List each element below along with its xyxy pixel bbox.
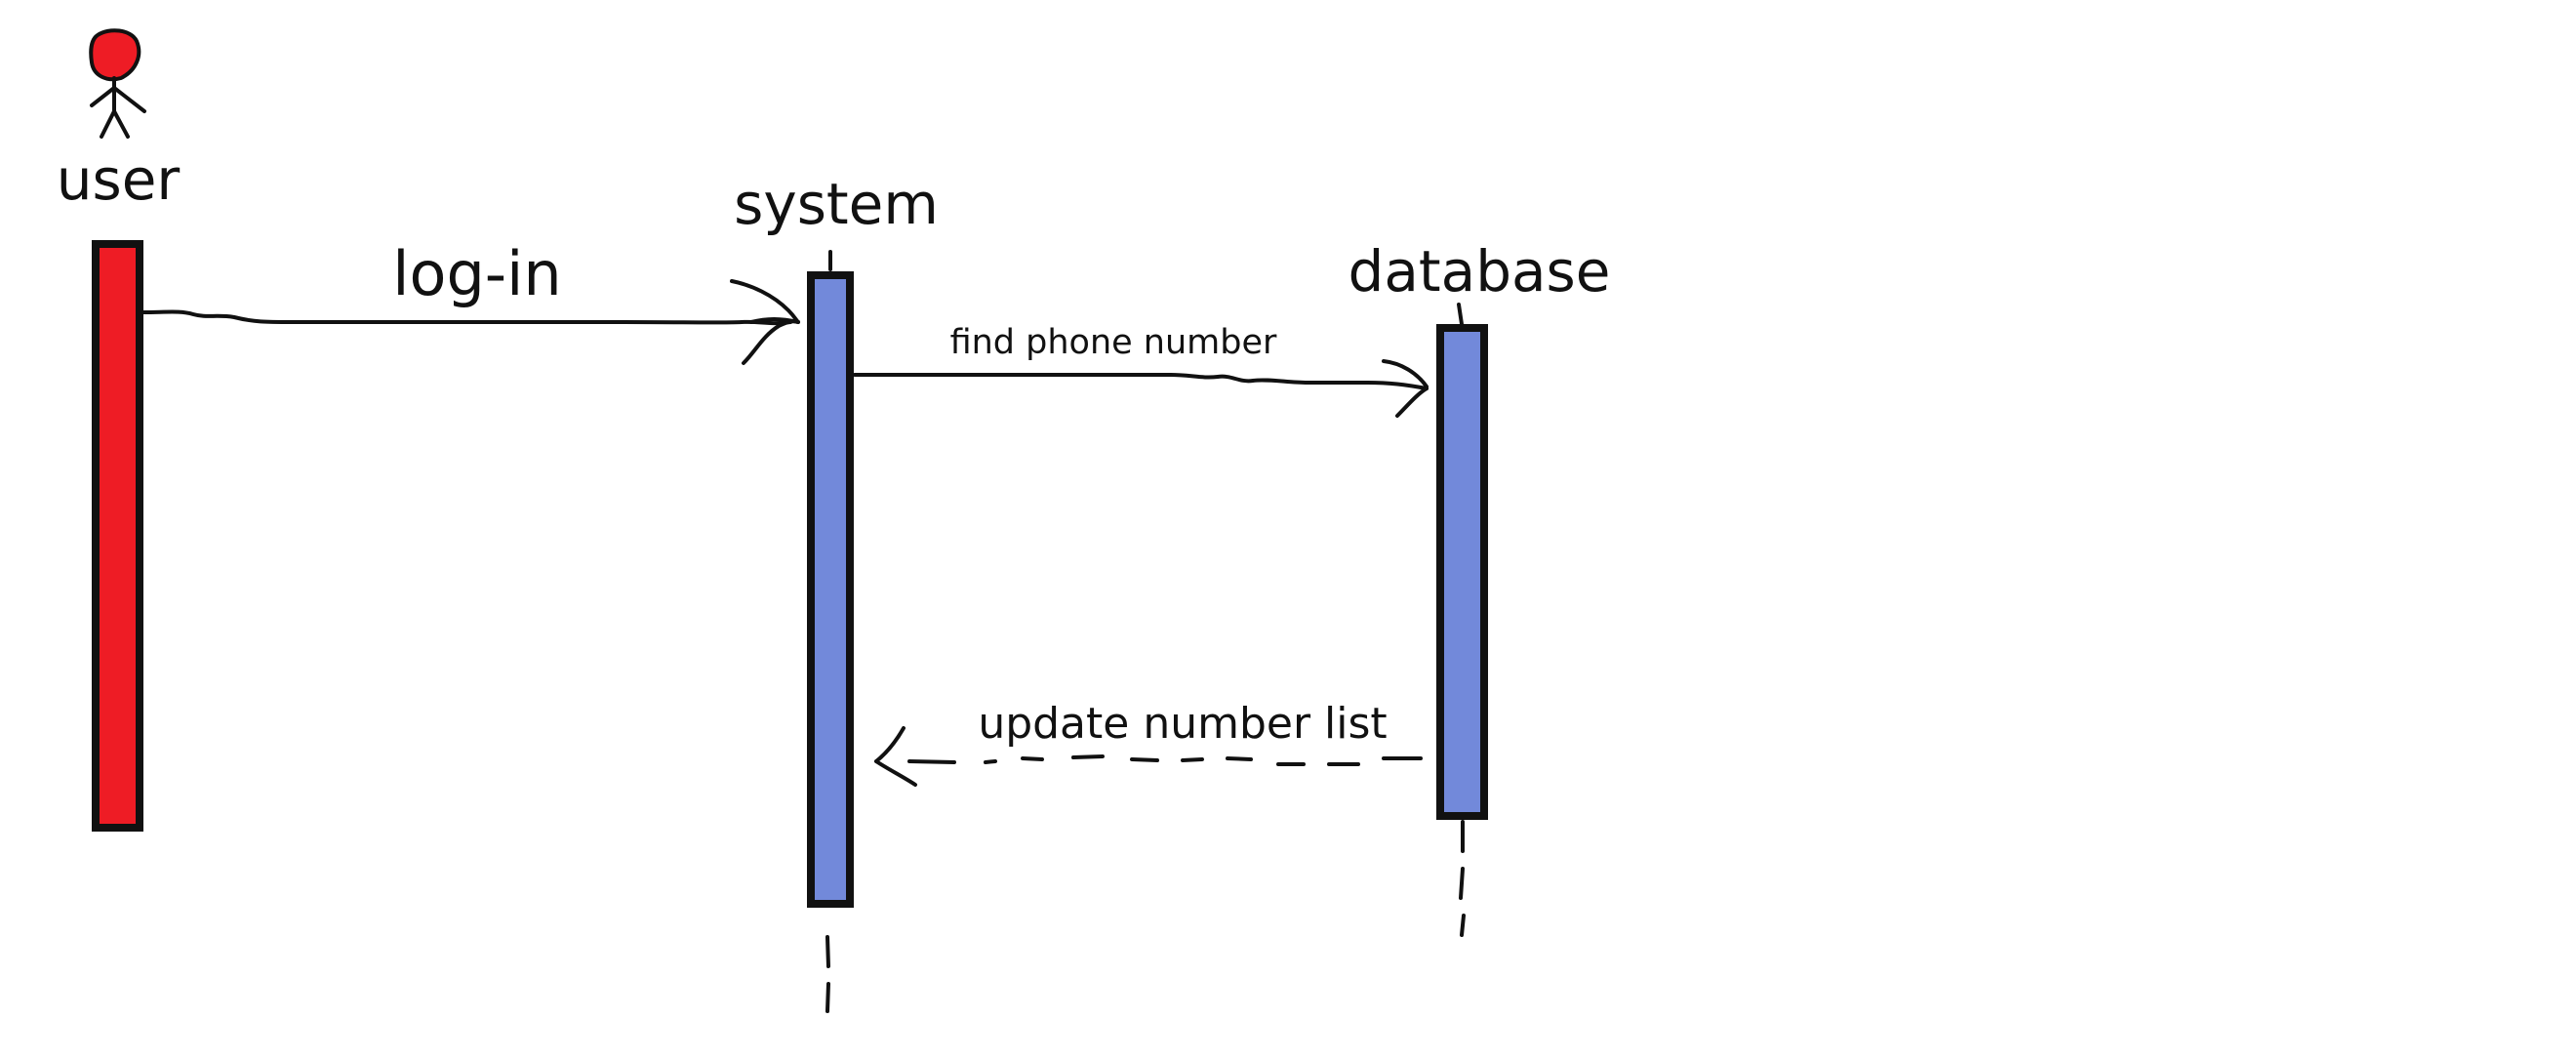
- message-arrow-find-phone-number: [853, 359, 1429, 418]
- message-label-update-number-list: update number list: [978, 699, 1387, 749]
- database-lifeline: [1457, 303, 1466, 937]
- message-arrow-log-in: [141, 279, 800, 365]
- message-label-log-in: log-in: [392, 238, 561, 309]
- message-label-find-phone-number: find phone number: [950, 323, 1277, 362]
- message-arrow-update-number-list: [874, 726, 1423, 787]
- participant-label-database: database: [1348, 238, 1611, 305]
- user-activation-bar: [92, 240, 143, 832]
- stick-figure-icon: [89, 28, 146, 139]
- database-activation-bar: [1436, 324, 1488, 820]
- system-lifeline: [825, 250, 832, 1013]
- participant-label-system: system: [734, 171, 939, 237]
- participant-label-user: user: [57, 146, 181, 213]
- actor-head: [89, 28, 141, 82]
- system-activation-bar: [807, 271, 854, 908]
